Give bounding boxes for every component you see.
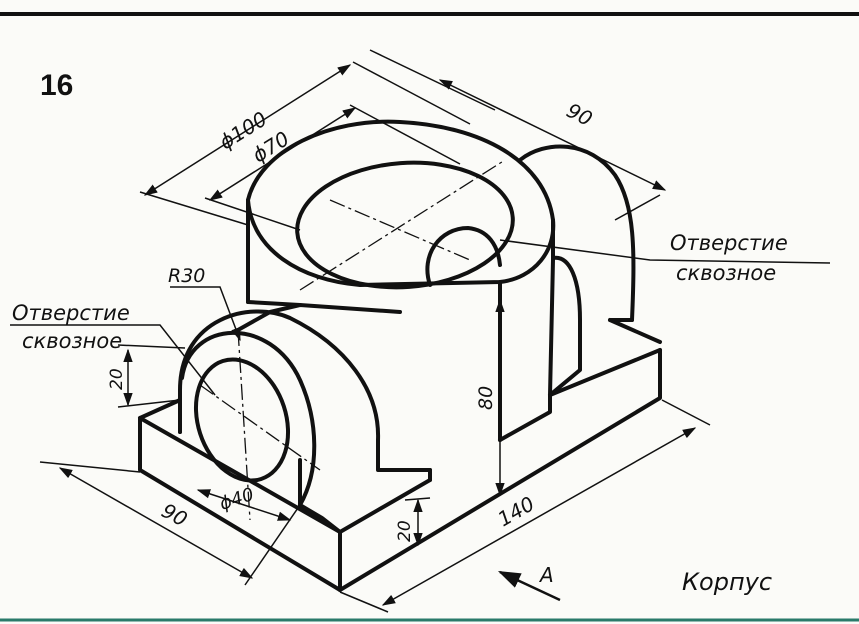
ext-line-100-b: [352, 61, 471, 125]
dim-line-diameter-70: [208, 107, 357, 201]
left-boss-outer-front: [180, 331, 317, 507]
ext-line-90-bottom-b: [244, 504, 301, 586]
leader-hole-left: [10, 324, 216, 396]
right-lug-side: [548, 218, 555, 397]
dim-label-height-80: 80: [475, 386, 497, 410]
ext-line-20-boss-a: [117, 344, 186, 349]
view-label-a: A: [538, 563, 554, 587]
dim-label-base-20: 20: [395, 520, 415, 542]
ext-line-90-top-a: [369, 49, 496, 111]
part-name: Корпус: [682, 568, 772, 596]
base-right-top: [608, 318, 662, 344]
dim-line-90-top: [438, 79, 667, 191]
dimension-lines: [10, 49, 831, 613]
ext-line-140-a: [339, 591, 389, 613]
dim-label-depth-90: 90: [563, 98, 597, 131]
main-body-front: [376, 438, 432, 482]
boss-center-line-2: [237, 329, 251, 521]
base-top-edge-2: [498, 348, 662, 442]
note-right-line2: сквозное: [676, 261, 776, 285]
dim-label-radius-30: R30: [168, 265, 205, 287]
note-left-line1: Отверстие: [12, 301, 130, 325]
top-center-line-2: [329, 199, 471, 261]
main-body-left-front: [246, 300, 302, 307]
dim-label-boss-height-20: 20: [107, 368, 127, 390]
ext-line-20-base: [404, 497, 431, 501]
center-lines: [199, 159, 506, 521]
left-boss-hole: [193, 357, 291, 483]
dim-label-diameter-40: ϕ40: [217, 484, 257, 515]
ext-line-70-a: [204, 197, 301, 231]
ext-line-20-boss-b: [117, 399, 181, 408]
base-left-step: [298, 503, 342, 534]
ext-line-90-top-b: [614, 194, 661, 221]
notes: Отверстие сквозное Отверстие сквозное A …: [12, 231, 788, 596]
dim-line-90-bottom: [58, 467, 254, 579]
part-body: [138, 119, 662, 592]
side-hole-cut: [425, 226, 502, 287]
ext-line-100-a: [139, 191, 249, 226]
figure-number: 16: [40, 69, 73, 102]
left-boss-arch: [178, 309, 381, 442]
boss-center-line: [199, 384, 321, 471]
right-lug-front: [548, 255, 582, 397]
note-right-line1: Отверстие: [670, 231, 788, 255]
ext-line-90-bottom-a: [39, 461, 141, 473]
dim-leader-r30: [170, 286, 241, 342]
dim-line-140: [381, 427, 697, 606]
cylinder-inner-bore: [295, 160, 515, 290]
ext-line-70-b: [349, 104, 461, 165]
base-top-edge: [338, 468, 432, 534]
note-left-line2: сквозное: [22, 329, 122, 353]
leader-hole-right: [499, 239, 831, 264]
ext-line-140-b: [661, 399, 711, 426]
left-boss-top: [236, 303, 402, 332]
dim-label-length-140: 140: [494, 491, 539, 531]
view-arrow-a: [497, 570, 561, 602]
